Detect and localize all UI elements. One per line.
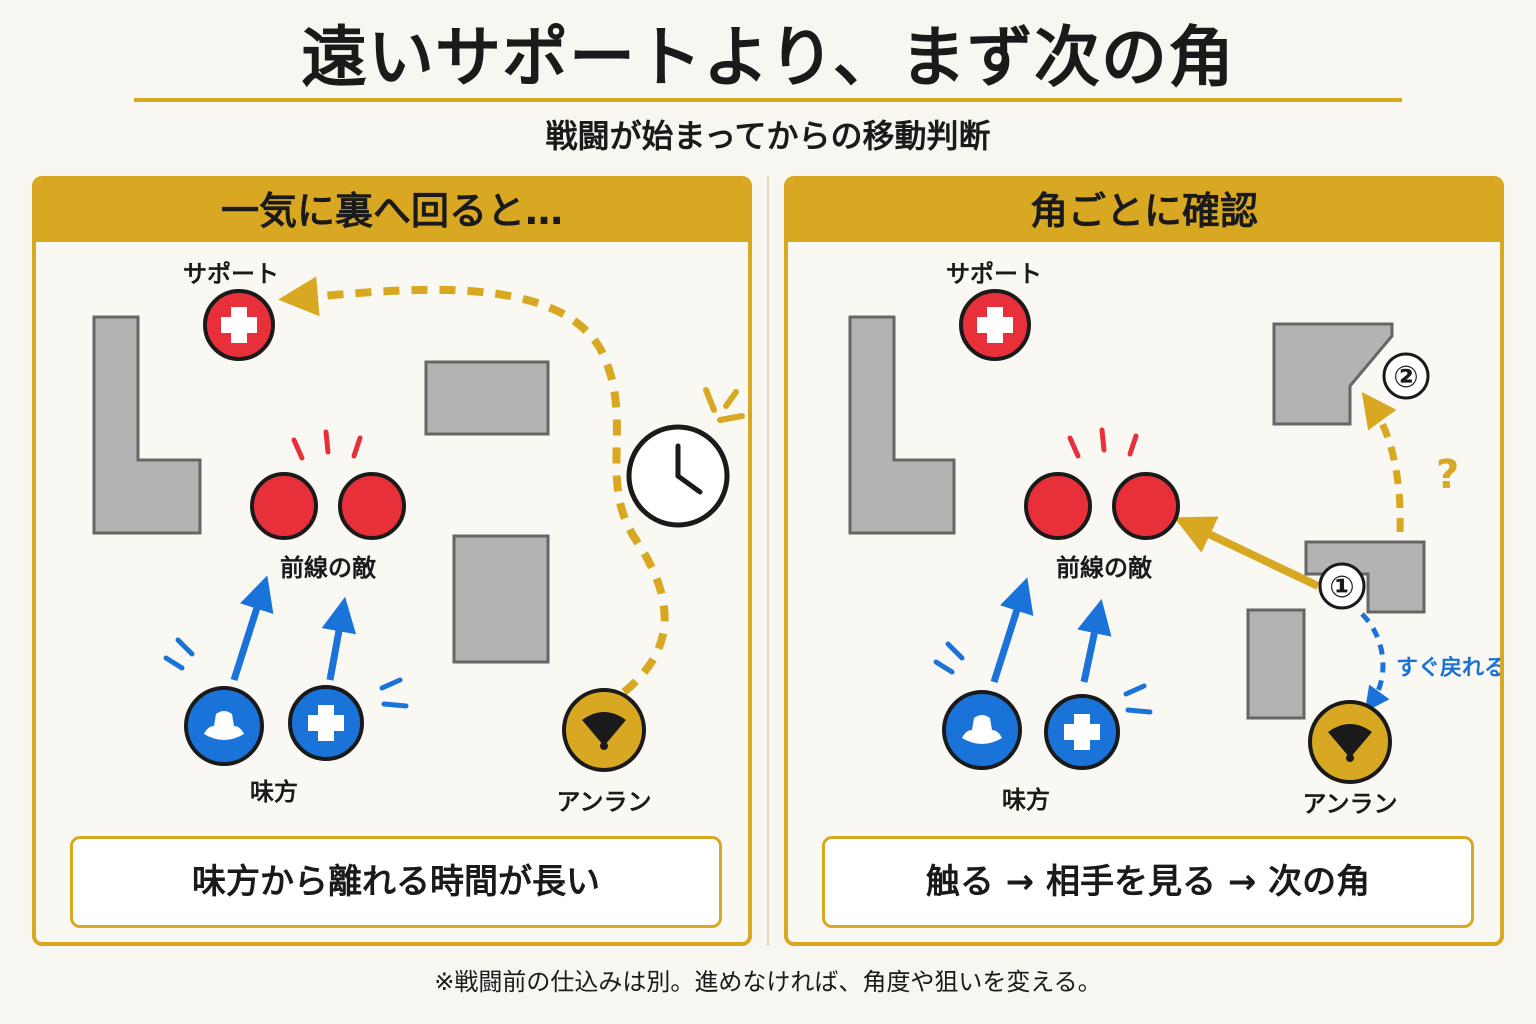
wall-block-top [424,360,550,436]
corner-block-1 [1304,540,1426,614]
return-label: すぐ戻れる [1396,656,1504,681]
enemy-marker-1 [250,472,318,540]
l-shaped-wall [92,315,202,535]
svg-text:①: ① [1329,570,1354,605]
left-panel-header: 一気に裏へ回ると… [36,180,748,242]
enemy-alert-icon [291,429,363,461]
enemy-marker-1 [1024,472,1092,540]
wall-block-bottom [1246,608,1306,720]
wall-block-middle [452,534,550,664]
right-player-label: アンラン [1302,790,1398,818]
ally-plus-icon [288,685,364,761]
right-caption: 触る → 相手を見る → 次の角 [822,836,1474,928]
left-caption: 味方から離れる時間が長い [70,836,722,928]
ally-alert-icon [933,641,1153,715]
right-ally-label: 味方 [1002,786,1050,814]
step1-arrow [1173,516,1320,590]
ally-advance-arrow-1 [230,575,274,682]
left-panel: 一気に裏へ回ると… [32,176,752,946]
page-subtitle: 戦闘が始まってからの移動判断 [545,117,991,155]
ally-advance-arrow-2 [1077,598,1112,683]
right-enemy-label: 前線の敵 [1056,554,1152,582]
left-map [92,276,745,772]
enemy-marker-2 [338,472,406,540]
enemy-alert-icon [1067,427,1139,459]
long-route-path [278,276,669,696]
right-map: ① ② ? [848,289,1459,784]
support-plus-icon [203,289,275,361]
ally-alert-icon [163,637,409,709]
ally-plus-icon [1044,694,1120,770]
right-panel: 角ごとに確認 ① ② ? [784,176,1504,946]
corner-block-2 [1272,322,1394,426]
footnote: ※戦闘前の仕込みは別。進めなければ、角度や狙いを変える。 [434,968,1102,996]
support-plus-icon [959,289,1031,361]
left-player-label: アンラン [556,788,652,816]
player-fan-icon [562,688,646,772]
clock-icon [626,387,745,528]
ally-hat-icon [184,686,264,766]
right-support-label: サポート [946,260,1042,288]
page-title: 遠いサポートより、まず次の角 [300,19,1236,96]
ally-advance-arrow-2 [321,596,357,681]
enemy-marker-2 [1112,472,1180,540]
player-fan-icon [1308,700,1392,784]
step2-dashed-path [1361,391,1404,533]
svg-text:②: ② [1393,360,1418,395]
right-panel-header: 角ごとに確認 [788,180,1500,242]
title-rule [134,98,1402,102]
step1-marker: ① [1318,562,1366,610]
left-enemy-label: 前線の敵 [280,554,376,582]
left-support-label: サポート [183,260,279,288]
step2-marker: ② [1382,352,1430,400]
question-mark: ? [1436,452,1459,498]
left-ally-label: 味方 [250,778,298,806]
l-shaped-wall [848,315,956,535]
panel-divider [767,176,769,946]
ally-advance-arrow-1 [990,577,1034,684]
return-dashed-path [1360,612,1390,713]
ally-hat-icon [942,690,1022,770]
